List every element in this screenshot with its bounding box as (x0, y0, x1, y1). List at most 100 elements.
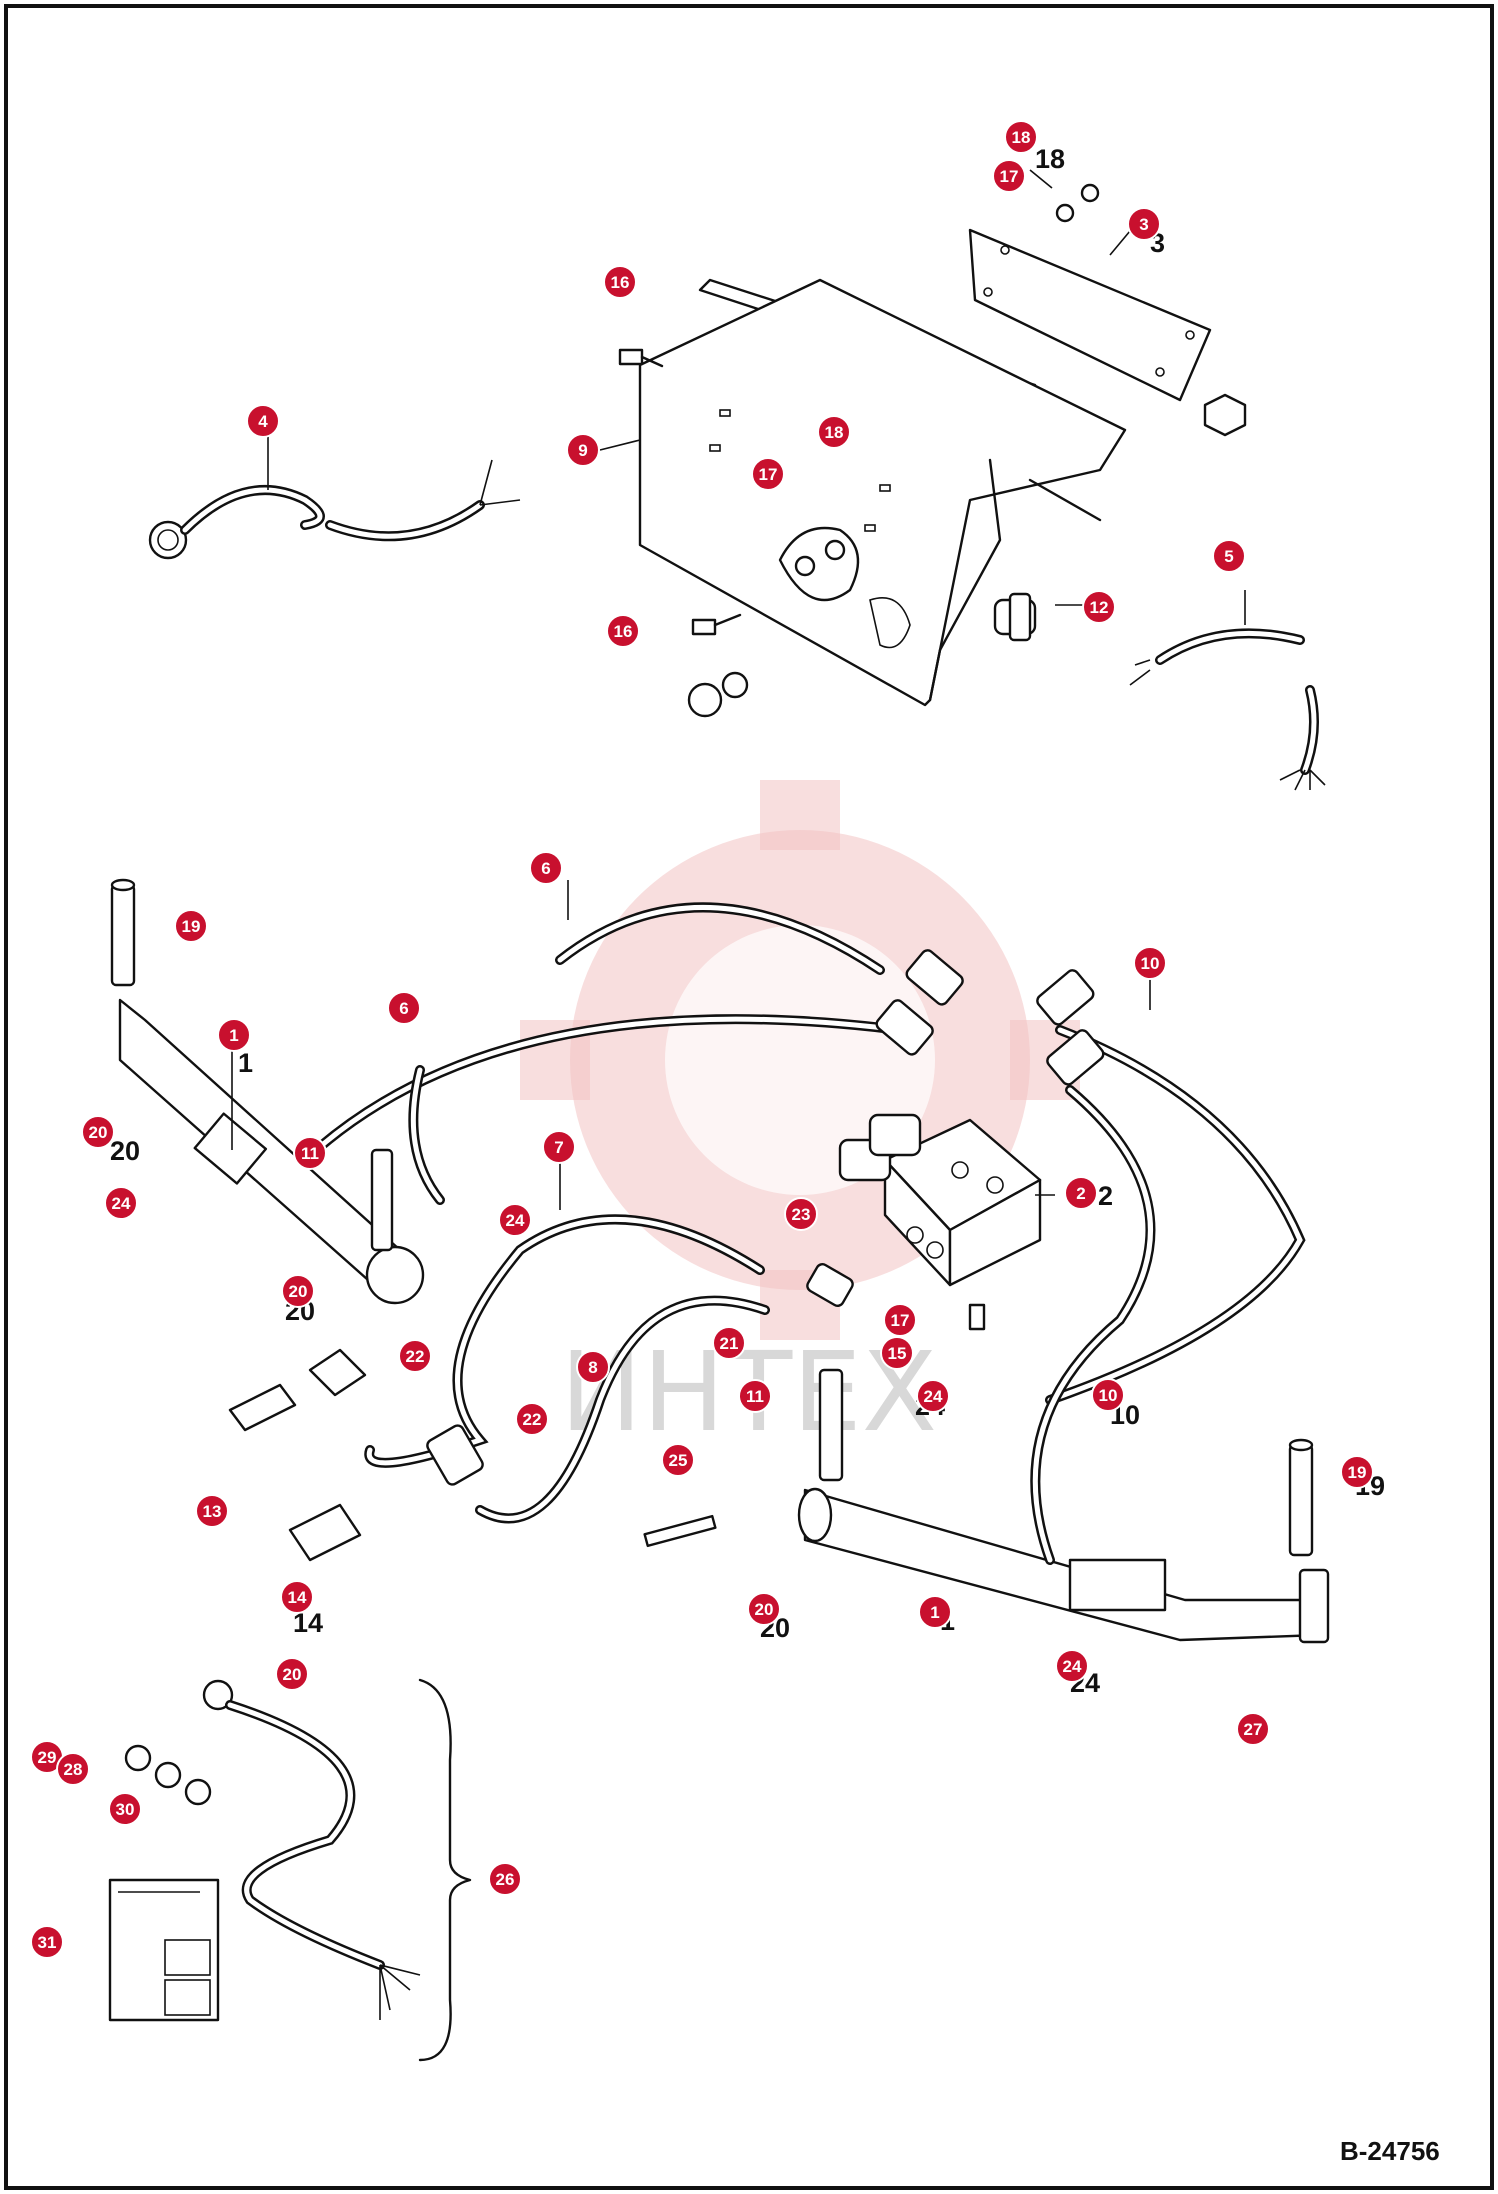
callout-bubble-17: 17 (751, 457, 785, 491)
callout-circle (217, 1018, 251, 1052)
part-number: 1 (238, 1048, 253, 1078)
callout-label: 18 (1012, 128, 1031, 147)
callout-circle (246, 404, 280, 438)
callout-circle (281, 1274, 315, 1308)
callout-label: 29 (38, 1748, 57, 1767)
callout-label: 31 (38, 1933, 57, 1952)
callout-bubble-13: 13 (195, 1494, 229, 1528)
callout-bubble-2: 2 (1064, 1176, 1098, 1210)
callout-bubble-20: 20 (281, 1274, 315, 1308)
watermark-gear-icon: ИНТЕХ (520, 780, 1080, 1456)
callout-bubble-24: 24 (498, 1203, 532, 1237)
callout-label: 24 (924, 1387, 943, 1406)
callout-circle (1082, 590, 1116, 624)
callout-circle (606, 614, 640, 648)
callout-label: 11 (746, 1387, 764, 1406)
sheet-border (4, 4, 1494, 2190)
callout-circle (293, 1136, 327, 1170)
callout-label: 16 (611, 273, 630, 292)
callout-bubble-1: 1 (918, 1595, 952, 1629)
callout-circle (712, 1326, 746, 1360)
callout-label: 20 (289, 1282, 308, 1301)
callout-circle (1064, 1176, 1098, 1210)
callout-circle (30, 1925, 64, 1959)
callout-circle (488, 1862, 522, 1896)
callout-bubble-16: 16 (606, 614, 640, 648)
callout-bubble-11: 11 (738, 1379, 772, 1413)
callout-label: 1 (229, 1026, 238, 1045)
callout-circle (387, 991, 421, 1025)
callout-label: 30 (116, 1800, 135, 1819)
callout-bubble-18: 18 (817, 415, 851, 449)
callout-circle (784, 1197, 818, 1231)
callout-label: 17 (759, 465, 778, 484)
callout-bubble-27: 27 (1236, 1712, 1270, 1746)
callout-circle (498, 1203, 532, 1237)
callout-circle (542, 1130, 576, 1164)
callout-bubble-6: 6 (387, 991, 421, 1025)
callout-circle (515, 1402, 549, 1436)
callout-circle (751, 457, 785, 491)
callout-label: 6 (399, 999, 408, 1018)
callout-label: 14 (288, 1588, 307, 1607)
callout-bubble-11: 11 (293, 1136, 327, 1170)
part-number: 20 (110, 1136, 140, 1166)
callout-circle (880, 1336, 914, 1370)
callout-bubble-18: 18 (1004, 120, 1038, 154)
callout-bubble-20: 20 (81, 1115, 115, 1149)
callout-bubble-24: 24 (916, 1379, 950, 1413)
callout-circle (1091, 1378, 1125, 1412)
fittings (228, 949, 1105, 1562)
cylinder-assembly-right (797, 1368, 1330, 1644)
callout-circle (1055, 1649, 1089, 1683)
callout-label: 16 (614, 622, 633, 641)
callout-label: 23 (792, 1205, 811, 1224)
callout-bubble-17: 17 (883, 1303, 917, 1337)
callout-circle (1236, 1712, 1270, 1746)
wire-harness-4 (148, 459, 521, 560)
callout-circle (992, 159, 1026, 193)
callout-circle (1212, 539, 1246, 573)
callout-bubble-12: 12 (1082, 590, 1116, 624)
switch-hardware (124, 1744, 212, 1806)
callout-label: 18 (825, 423, 844, 442)
valve-block (838, 1113, 1042, 1287)
callout-label: 28 (64, 1760, 83, 1779)
callout-circle (817, 415, 851, 449)
callout-bubble-20: 20 (747, 1592, 781, 1626)
callout-label: 20 (89, 1123, 108, 1142)
callout-label: 4 (258, 412, 268, 431)
callout-bubble-22: 22 (515, 1402, 549, 1436)
callout-circle (81, 1115, 115, 1149)
callout-bubble-28: 28 (56, 1752, 90, 1786)
callout-label: 6 (541, 859, 550, 878)
callout-bubble-14: 14 (280, 1580, 314, 1614)
callout-bubble-5: 5 (1212, 539, 1246, 573)
callout-bubble-31: 31 (30, 1925, 64, 1959)
callout-bubble-7: 7 (542, 1130, 576, 1164)
callout-circle (576, 1350, 610, 1384)
callout-bubble-21: 21 (712, 1326, 746, 1360)
callout-bubble-26: 26 (488, 1862, 522, 1896)
callout-label: 19 (1348, 1463, 1367, 1482)
callout-circle (56, 1752, 90, 1786)
callout-label: 10 (1141, 954, 1160, 973)
wire-harness-26 (202, 1678, 472, 2062)
callout-circle (1127, 207, 1161, 241)
callout-circle (529, 851, 563, 885)
callout-bubble-23: 23 (784, 1197, 818, 1231)
callout-label: 1 (930, 1603, 939, 1622)
callout-circle (916, 1379, 950, 1413)
callout-circle (398, 1339, 432, 1373)
leader-lines (231, 169, 1246, 1210)
callout-circle (1133, 946, 1167, 980)
callout-label: 20 (755, 1600, 774, 1619)
callout-bubble-9: 9 (566, 433, 600, 467)
callout-circle (918, 1595, 952, 1629)
callout-circle (1340, 1455, 1374, 1489)
callout-bubble-1: 1 (217, 1018, 251, 1052)
callout-label: 20 (283, 1665, 302, 1684)
callout-circle (1004, 120, 1038, 154)
